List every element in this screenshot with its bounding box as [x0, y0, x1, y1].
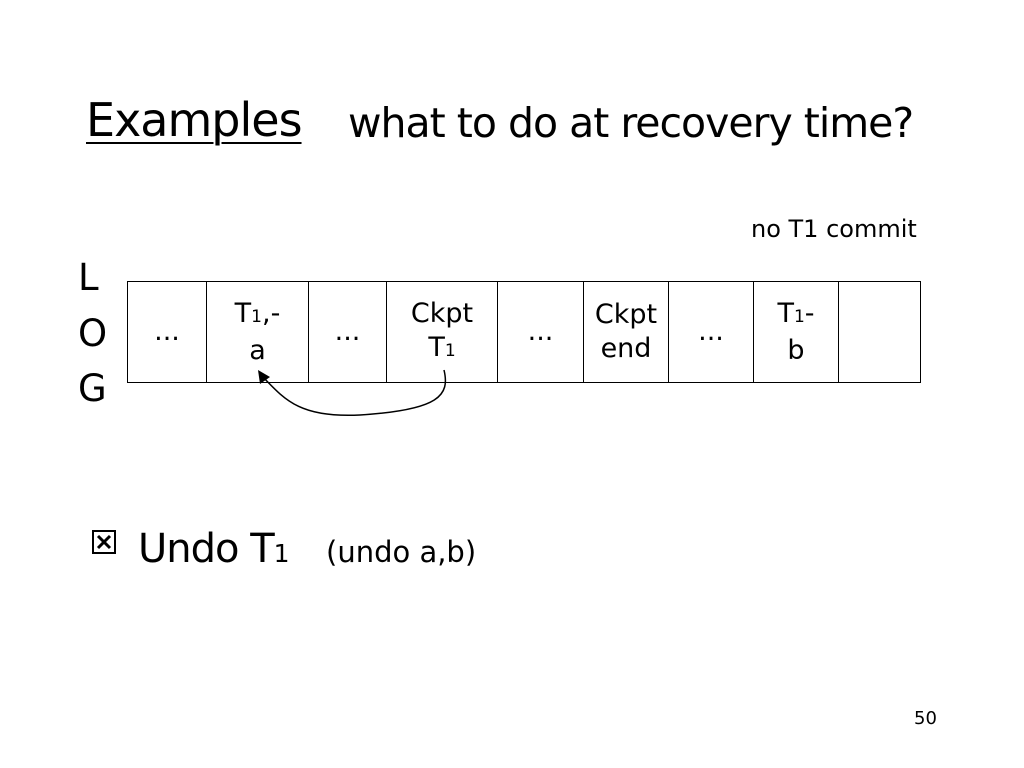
log-cell-text: a — [249, 334, 266, 366]
log-cell-empty — [838, 282, 920, 382]
log-label-g: G — [78, 367, 107, 410]
log-cell-text: ... — [527, 316, 554, 347]
log-note: no T1 commit — [751, 215, 917, 243]
log-cell-ellipsis: ... — [128, 282, 206, 382]
log-cell-ellipsis: ... — [497, 282, 583, 382]
log-cell-ellipsis: ... — [668, 282, 753, 382]
bullet-note: (undo a,b) — [326, 535, 477, 569]
log-cell-subscript: 1 — [793, 306, 805, 327]
arrow-curve — [261, 369, 447, 417]
log-table: ... T1,- a ... Ckpt T1 ... Ckpt end ... … — [127, 281, 921, 383]
arrow-head — [258, 370, 270, 384]
bullet-subscript: 1 — [273, 539, 290, 568]
page-number: 50 — [914, 708, 937, 729]
log-cell-text: ... — [698, 316, 724, 347]
log-cell-text: T — [777, 297, 794, 329]
log-cell-t1-a: T1,- a — [206, 282, 308, 382]
bullet-text: Undo T1 — [138, 524, 290, 579]
log-cell-text: T — [428, 331, 445, 363]
log-label-l: L — [78, 256, 99, 299]
log-cell-text: Ckpt — [594, 299, 658, 330]
x-mark-icon — [96, 534, 112, 550]
log-cell-text: ... — [334, 316, 361, 347]
log-cell-t1-b: T1- b — [753, 282, 838, 382]
log-cell-ckpt-end: Ckpt end — [583, 282, 668, 382]
bullet-main: Undo T — [138, 526, 275, 572]
log-cell-text: Ckpt — [410, 297, 474, 329]
log-cell-text: ... — [154, 316, 180, 347]
slide-title: Examples — [86, 93, 303, 147]
slide-subtitle: what to do at recovery time? — [348, 99, 914, 147]
log-cell-text: b — [787, 334, 805, 366]
log-cell-ellipsis: ... — [308, 282, 386, 382]
log-cell-subscript: 1 — [444, 340, 456, 361]
log-label-o: O — [78, 312, 108, 355]
log-cell-subscript: 1 — [251, 306, 262, 327]
checkbox-x-icon — [92, 530, 116, 554]
log-cell-text: ,- — [262, 297, 281, 329]
log-cell-text: T — [234, 297, 252, 329]
log-cell-text: - — [804, 297, 815, 329]
log-cell-ckpt-t1: Ckpt T1 — [386, 282, 497, 382]
log-cell-text: end — [600, 333, 652, 364]
